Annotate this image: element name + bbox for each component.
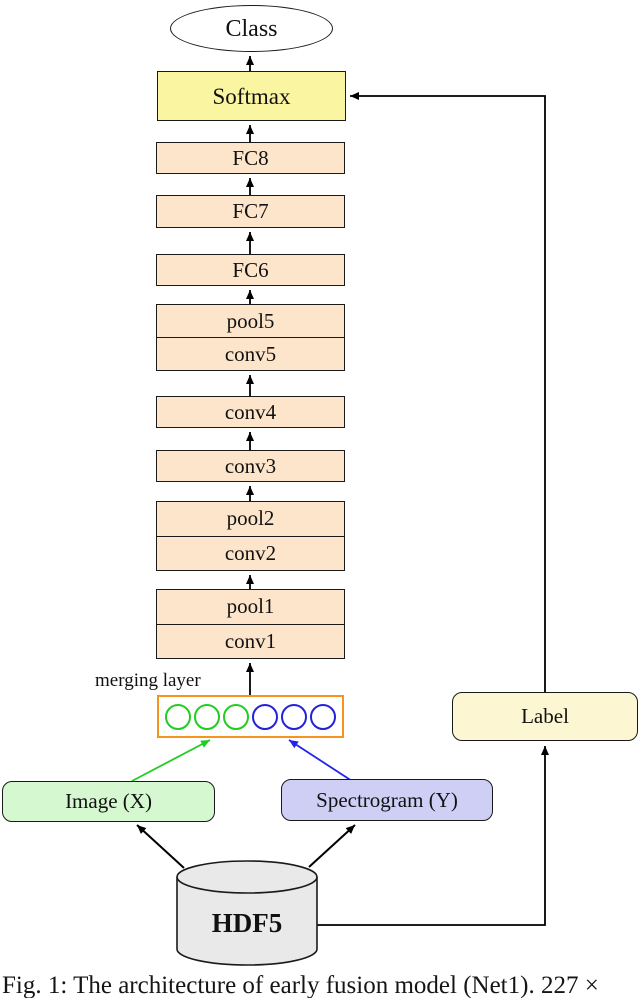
arrow-spectrogram-to-merging bbox=[288, 739, 353, 782]
hdf5-cylinder-top bbox=[176, 860, 318, 894]
arrow-image-to-merging bbox=[131, 739, 211, 782]
merging-layer-caption: merging layer bbox=[95, 670, 201, 691]
neuron-circle-green bbox=[223, 703, 249, 730]
arrow-hdf5-to-image bbox=[136, 824, 185, 869]
pool1-label: pool1 bbox=[226, 594, 275, 619]
softmax-node: Softmax bbox=[157, 71, 346, 121]
connector-label-to-softmax bbox=[350, 92, 546, 692]
figure-caption: Fig. 1: The architecture of early fusion… bbox=[2, 972, 599, 998]
image-input-node: Image (X) bbox=[2, 781, 215, 822]
label-node: Label bbox=[452, 692, 638, 741]
softmax-label: Softmax bbox=[212, 83, 291, 109]
pool5-node: pool5 bbox=[157, 305, 344, 338]
fc6-node: FC6 bbox=[156, 254, 345, 286]
neuron-circle-blue bbox=[252, 703, 278, 730]
fc6-label: FC6 bbox=[232, 257, 269, 282]
connector-hdf5-to-label bbox=[317, 746, 549, 926]
merging-layer-box bbox=[157, 695, 344, 738]
pool1-node: pool1 bbox=[157, 590, 344, 625]
spectrogram-input-label: Spectrogram (Y) bbox=[316, 787, 458, 812]
arrow-hdf5-to-spectrogram bbox=[308, 824, 356, 868]
conv4-node: conv4 bbox=[156, 396, 345, 428]
conv5-label: conv5 bbox=[224, 341, 277, 366]
label-node-label: Label bbox=[521, 704, 569, 728]
conv2-label: conv2 bbox=[224, 540, 277, 565]
fc8-label: FC8 bbox=[232, 145, 269, 170]
hdf5-cylinder-body bbox=[176, 877, 318, 966]
conv2-node: conv2 bbox=[157, 537, 344, 571]
pool5-label: pool5 bbox=[226, 308, 275, 333]
conv1-label: conv1 bbox=[224, 628, 277, 653]
class-node-label: Class bbox=[225, 15, 278, 42]
fc8-node: FC8 bbox=[156, 142, 345, 174]
hdf5-database-label: HDF5 bbox=[211, 908, 283, 938]
pool2-label: pool2 bbox=[226, 506, 275, 531]
fc7-label: FC7 bbox=[232, 199, 269, 223]
neuron-circle-blue bbox=[281, 703, 307, 730]
pool5-conv5-stack: pool5 conv5 bbox=[156, 304, 345, 371]
fc7-node: FC7 bbox=[156, 195, 345, 228]
conv3-node: conv3 bbox=[156, 450, 345, 482]
spectrogram-input-node: Spectrogram (Y) bbox=[281, 779, 493, 821]
conv4-label: conv4 bbox=[224, 399, 277, 424]
pool1-conv1-stack: pool1 conv1 bbox=[156, 589, 345, 659]
pool2-conv2-stack: pool2 conv2 bbox=[156, 501, 345, 571]
class-node: Class bbox=[170, 5, 333, 52]
conv5-node: conv5 bbox=[157, 338, 344, 370]
conv1-node: conv1 bbox=[157, 625, 344, 659]
pool2-node: pool2 bbox=[157, 502, 344, 537]
neuron-circle-blue bbox=[310, 703, 336, 730]
neuron-circle-green bbox=[165, 703, 191, 730]
conv3-label: conv3 bbox=[224, 453, 277, 478]
neuron-circle-green bbox=[194, 703, 220, 730]
image-input-label: Image (X) bbox=[65, 789, 152, 813]
